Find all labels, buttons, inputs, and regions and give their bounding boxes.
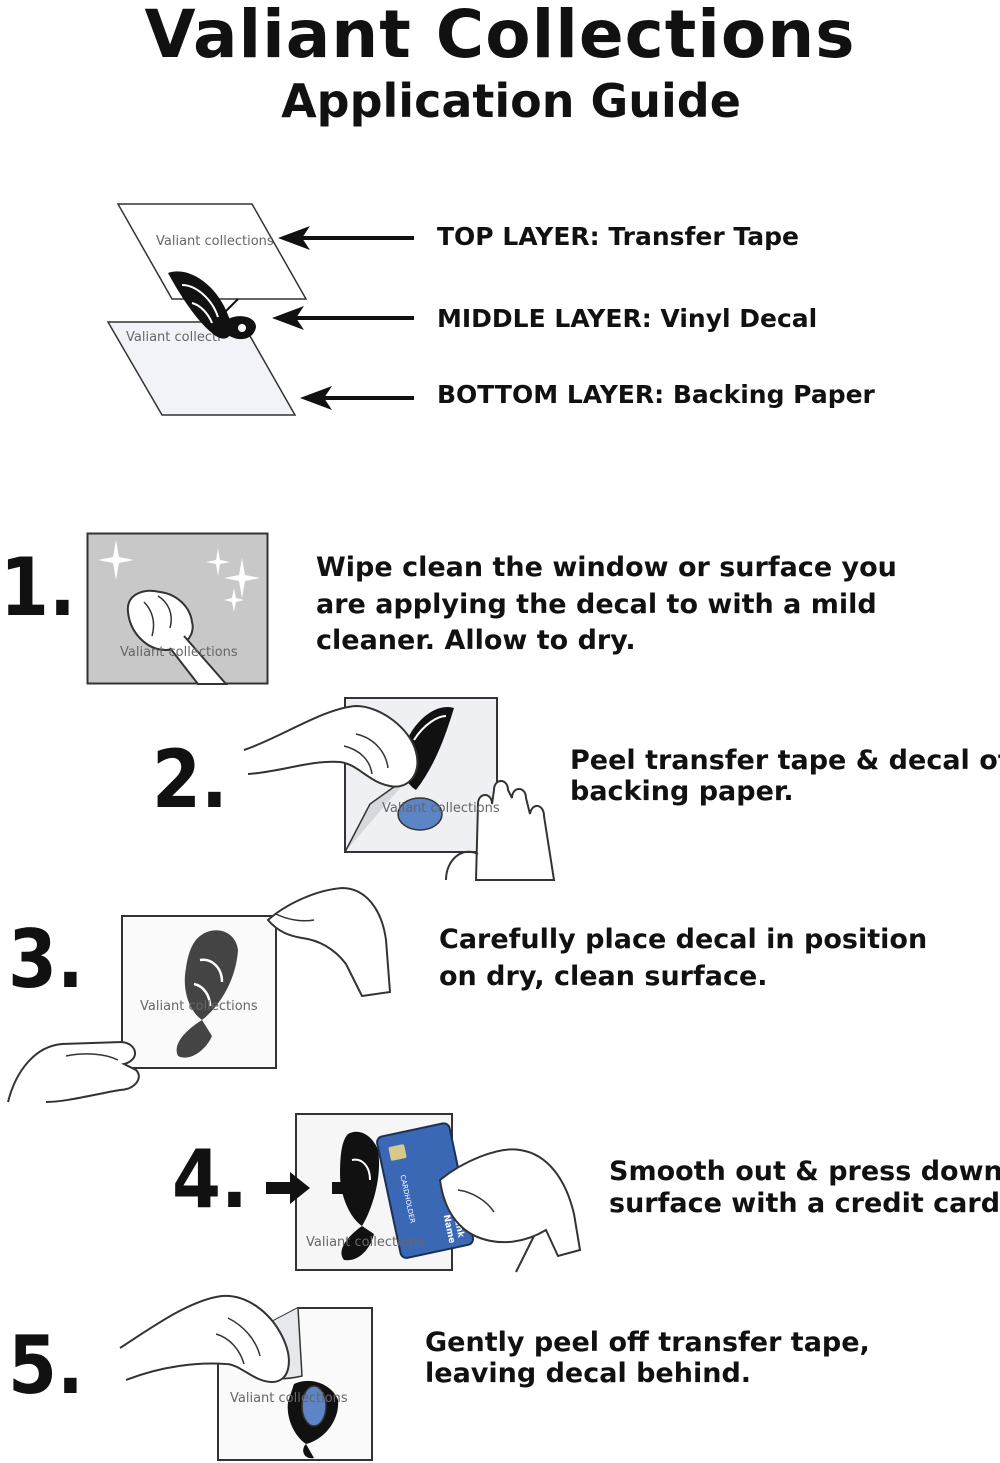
bottom-sheet-watermark: Valiant collecti xyxy=(126,330,221,345)
step-4-watermark: Valiant collections xyxy=(306,1235,424,1250)
step-5-number: 5. xyxy=(8,1319,84,1412)
sparkle-icon xyxy=(98,540,260,612)
peeling-hand-icon xyxy=(243,704,419,788)
step-3-number: 3. xyxy=(8,913,84,1006)
layer-label-top: TOP LAYER: Transfer Tape xyxy=(437,222,799,251)
holding-hand-icon xyxy=(445,780,556,881)
step-5-text: Gently peel off transfer tape, leaving d… xyxy=(425,1327,870,1389)
step-2-text: Peel transfer tape & decal off backing p… xyxy=(570,745,1000,807)
placing-hand-icon xyxy=(266,886,392,998)
step-5-illustration: Valiant collections xyxy=(119,1294,373,1461)
layer-diagram: Valiant collections Valiant collecti xyxy=(106,203,308,416)
butterfly-decal-icon xyxy=(340,1131,380,1261)
step-2-watermark: Valiant collections xyxy=(382,801,500,816)
peeling-hand-icon xyxy=(119,1294,290,1384)
step-1-text: Wipe clean the window or surface you are… xyxy=(316,552,897,657)
step-4-number: 4. xyxy=(172,1133,248,1226)
step-1-watermark: Valiant collections xyxy=(120,645,238,660)
arrow-top-layer-icon xyxy=(278,226,414,250)
step-3-text: Carefully place decal in position on dry… xyxy=(439,924,928,992)
step-4-text: Smooth out & press down surface with a c… xyxy=(609,1156,1000,1220)
step-1-illustration: Valiant collections xyxy=(86,532,269,685)
wiping-hand-icon xyxy=(126,589,229,685)
page-title: Valiant Collections xyxy=(144,0,856,73)
step-3-watermark: Valiant collections xyxy=(140,999,258,1014)
layer-label-middle: MIDDLE LAYER: Vinyl Decal xyxy=(437,304,818,333)
layer-label-bottom: BOTTOM LAYER: Backing Paper xyxy=(437,380,875,409)
step-4-illustration: CARDHOLDER Bank Name Valiant collections xyxy=(266,1113,582,1273)
step-5-watermark: Valiant collections xyxy=(230,1391,348,1406)
step-2-illustration: Valiant collections xyxy=(243,697,556,881)
butterfly-decal-icon xyxy=(168,271,256,340)
butterfly-decal-icon xyxy=(287,1380,339,1459)
step-2-number: 2. xyxy=(152,733,228,826)
page-subtitle: Application Guide xyxy=(281,74,741,128)
pressing-hand-icon xyxy=(438,1148,582,1273)
butterfly-decal-icon xyxy=(176,930,238,1058)
arrow-bottom-layer-icon xyxy=(300,386,414,410)
holding-hand-icon xyxy=(7,1040,140,1103)
step-3-illustration: Valiant collections xyxy=(7,886,392,1103)
top-sheet-watermark: Valiant collections xyxy=(156,234,274,249)
arrow-middle-layer-icon xyxy=(272,306,414,330)
step-1-number: 1. xyxy=(0,541,76,634)
credit-card-icon: CARDHOLDER Bank Name xyxy=(376,1122,475,1259)
